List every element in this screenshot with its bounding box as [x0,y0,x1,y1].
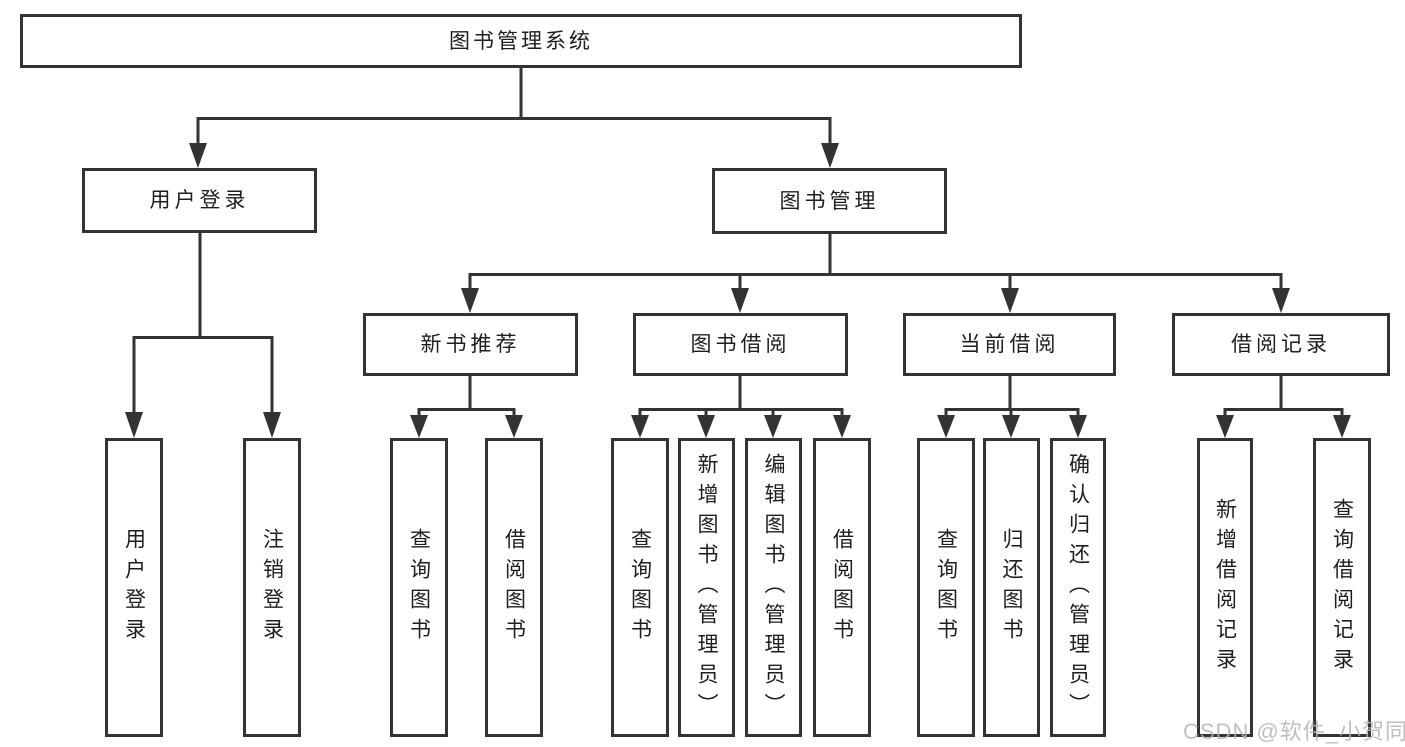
leaf-label: 用户登录 [122,527,146,648]
connector-book-borrow-branch [638,376,844,417]
leaf-return-books: 归还图书 [983,438,1040,737]
connector-book-management-branch [468,234,1283,290]
arrow-down-icon [125,412,143,438]
arrow-down-icon [263,412,281,438]
arrow-down-icon [731,288,749,313]
node-label: 当前借阅 [959,333,1060,356]
node-book-borrow: 图书借阅 [633,313,848,376]
leaf-borrow-books-recommend: 借阅图书 [485,438,543,737]
leaf-label: 注销登录 [260,527,284,648]
arrow-down-icon [1002,415,1020,438]
leaf-query-books-current: 查询图书 [917,438,975,737]
node-user-login: 用户登录 [82,168,317,233]
connector-level1 [196,117,832,144]
node-book-management: 图书管理 [712,168,947,234]
node-borrow-records: 借阅记录 [1172,313,1390,376]
csdn-watermark: CSDN @软件_小贺同学 [1183,719,1405,744]
leaf-label: 查询图书 [628,527,652,648]
arrow-down-icon [833,415,851,438]
leaf-add-borrow-record: 新增借阅记录 [1197,438,1253,737]
leaf-query-borrow-record: 查询借阅记录 [1313,438,1371,737]
leaf-borrow-books: 借阅图书 [813,438,871,737]
arrow-down-icon [764,415,782,438]
leaf-user-login: 用户登录 [105,438,163,737]
leaf-label: 查询借阅记录 [1330,497,1354,678]
node-label: 借阅记录 [1231,333,1331,356]
leaf-query-books-recommend: 查询图书 [390,438,448,737]
leaf-add-book-admin: 新增图书（管理员） [678,438,735,737]
connector-borrow-records-branch [1223,376,1344,417]
leaf-logout-login: 注销登录 [243,438,301,737]
leaf-label: 借阅图书 [502,527,526,648]
arrow-down-icon [1001,288,1019,313]
leaf-query-books-borrow: 查询图书 [611,438,669,737]
connector-current-borrow-branch [944,376,1080,417]
arrow-down-icon [821,143,839,168]
arrow-down-icon [631,415,649,438]
leaf-label: 新增图书（管理员） [695,452,718,723]
node-label: 用户登录 [149,189,250,212]
node-label: 新书推荐 [420,333,521,356]
leaf-label: 归还图书 [1000,527,1023,648]
arrow-down-icon [1333,415,1351,438]
arrow-down-icon [697,415,715,438]
leaf-edit-book-admin: 编辑图书（管理员） [745,438,802,737]
node-library-system: 图书管理系统 [20,14,1022,68]
connector-user-login-branch [132,233,274,414]
leaf-label: 新增借阅记录 [1213,497,1237,678]
connector-new-book-branch [417,376,516,417]
arrow-down-icon [505,415,523,438]
leaf-confirm-return-admin: 确认归还（管理员） [1050,438,1106,737]
arrow-down-icon [1069,415,1087,438]
node-new-book-recommend: 新书推荐 [363,313,578,376]
arrow-down-icon [461,288,479,313]
leaf-label: 借阅图书 [830,527,854,648]
node-label: 图书借阅 [690,333,791,356]
leaf-label: 查询图书 [407,527,431,648]
arrow-down-icon [1216,415,1234,438]
arrow-down-icon [937,415,955,438]
node-label: 图书管理系统 [449,29,593,53]
node-label: 图书管理 [779,189,880,213]
arrow-down-icon [1272,288,1290,313]
leaf-label: 编辑图书（管理员） [762,452,785,723]
arrow-down-icon [189,143,207,168]
arrow-down-icon [410,415,428,438]
leaf-label: 确认归还（管理员） [1066,452,1090,723]
arrowheads [125,143,1351,438]
node-current-borrow: 当前借阅 [903,313,1116,376]
leaf-label: 查询图书 [934,527,958,648]
